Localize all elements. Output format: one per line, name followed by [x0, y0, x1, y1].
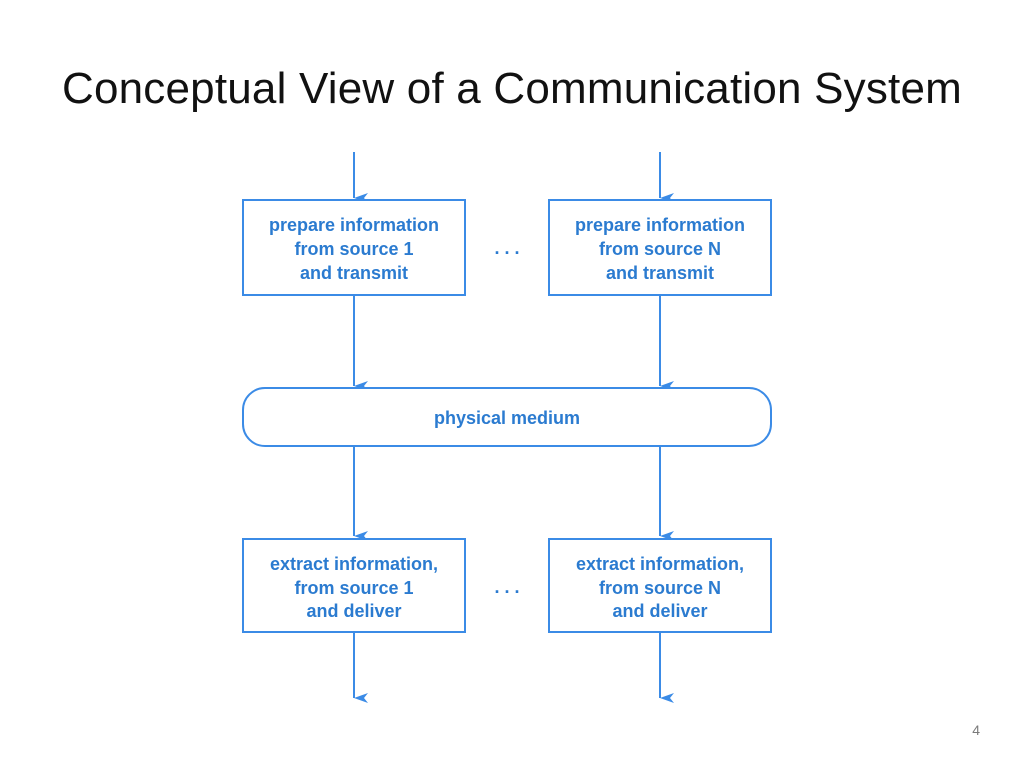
sender-box-source-1: prepare information from source 1 and tr… [242, 199, 466, 296]
page-number: 4 [972, 722, 980, 738]
receiver-n-line-3: and deliver [612, 601, 707, 621]
sender-n-line-3: and transmit [606, 263, 714, 283]
sender-box-source-n: prepare information from source N and tr… [548, 199, 772, 296]
receiver-1-line-2: from source 1 [294, 578, 413, 598]
receiver-1-line-1: extract information, [270, 554, 438, 574]
sender-n-line-1: prepare information [575, 215, 745, 235]
physical-medium-box: physical medium [242, 387, 772, 447]
receiver-1-line-3: and deliver [306, 601, 401, 621]
sender-1-line-1: prepare information [269, 215, 439, 235]
sender-1-line-2: from source 1 [294, 239, 413, 259]
physical-medium-label: physical medium [434, 408, 580, 428]
receiver-box-source-1: extract information, from source 1 and d… [242, 538, 466, 633]
receiver-box-source-n: extract information, from source N and d… [548, 538, 772, 633]
sender-ellipsis: . . . [494, 238, 519, 258]
sender-1-line-3: and transmit [300, 263, 408, 283]
receiver-n-line-2: from source N [599, 578, 721, 598]
sender-n-line-2: from source N [599, 239, 721, 259]
receiver-ellipsis: . . . [494, 577, 519, 597]
receiver-n-line-1: extract information, [576, 554, 744, 574]
slide-title: Conceptual View of a Communication Syste… [61, 64, 963, 113]
